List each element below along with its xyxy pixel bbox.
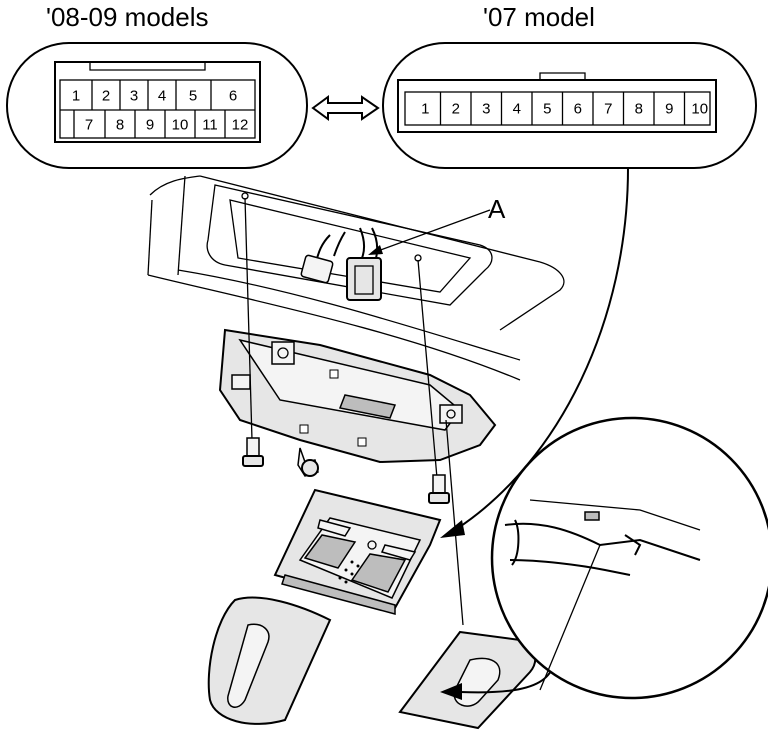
pin-07-9: 9 xyxy=(665,101,673,118)
lens-cover-right xyxy=(398,630,557,730)
pin-07-2: 2 xyxy=(452,101,460,118)
pins-07-row: 1 2 3 4 5 6 7 8 9 10 xyxy=(421,101,708,118)
pin-0809-1: 1 xyxy=(72,88,80,105)
pin-07-1: 1 xyxy=(421,101,429,118)
screw-right-icon xyxy=(428,474,450,504)
console-lamp-housing xyxy=(273,488,442,615)
pin-07-3: 3 xyxy=(482,101,490,118)
pin-07-4: 4 xyxy=(513,101,521,118)
pin-0809-12: 12 xyxy=(232,117,249,134)
pin-0809-5: 5 xyxy=(189,88,197,105)
pin-0809-11: 11 xyxy=(202,117,218,134)
removal-arrow-icon xyxy=(440,683,462,700)
lens-cover-left xyxy=(207,596,332,725)
pin-0809-8: 8 xyxy=(116,117,124,134)
pin-07-6: 6 xyxy=(574,101,582,118)
detail-pry-circle xyxy=(490,416,768,700)
pin-0809-4: 4 xyxy=(158,88,166,105)
pin-0809-6: 6 xyxy=(229,88,237,105)
install-guide-lines xyxy=(244,197,464,626)
lead-arrow-head-icon xyxy=(440,520,465,538)
interchange-arrow-icon xyxy=(311,95,380,121)
pin-07-7: 7 xyxy=(604,101,612,118)
wiring-connector-a xyxy=(300,209,491,301)
pin-0809-2: 2 xyxy=(102,88,110,105)
roof-headliner xyxy=(147,175,565,381)
pins-0809-top-row: 1 2 3 4 5 6 xyxy=(72,88,237,105)
clip-icon xyxy=(297,447,319,477)
pin-0809-10: 10 xyxy=(172,117,189,134)
pin-07-8: 8 xyxy=(635,101,643,118)
pin-07-5: 5 xyxy=(543,101,551,118)
pin-0809-3: 3 xyxy=(130,88,138,105)
screw-left-icon xyxy=(242,437,264,467)
pin-0809-9: 9 xyxy=(146,117,154,134)
pin-0809-7: 7 xyxy=(85,117,93,134)
mounting-bracket xyxy=(218,328,497,464)
title-0809-models: '08-09 models xyxy=(46,2,209,32)
pins-0809-bottom-row: 7 8 9 10 11 12 xyxy=(85,117,249,134)
label-a: A xyxy=(488,194,506,224)
title-07-model: '07 model xyxy=(483,2,595,32)
pin-07-10: 10 xyxy=(691,101,708,118)
connector-07-callout: 1 2 3 4 5 6 7 8 9 10 xyxy=(382,42,757,538)
